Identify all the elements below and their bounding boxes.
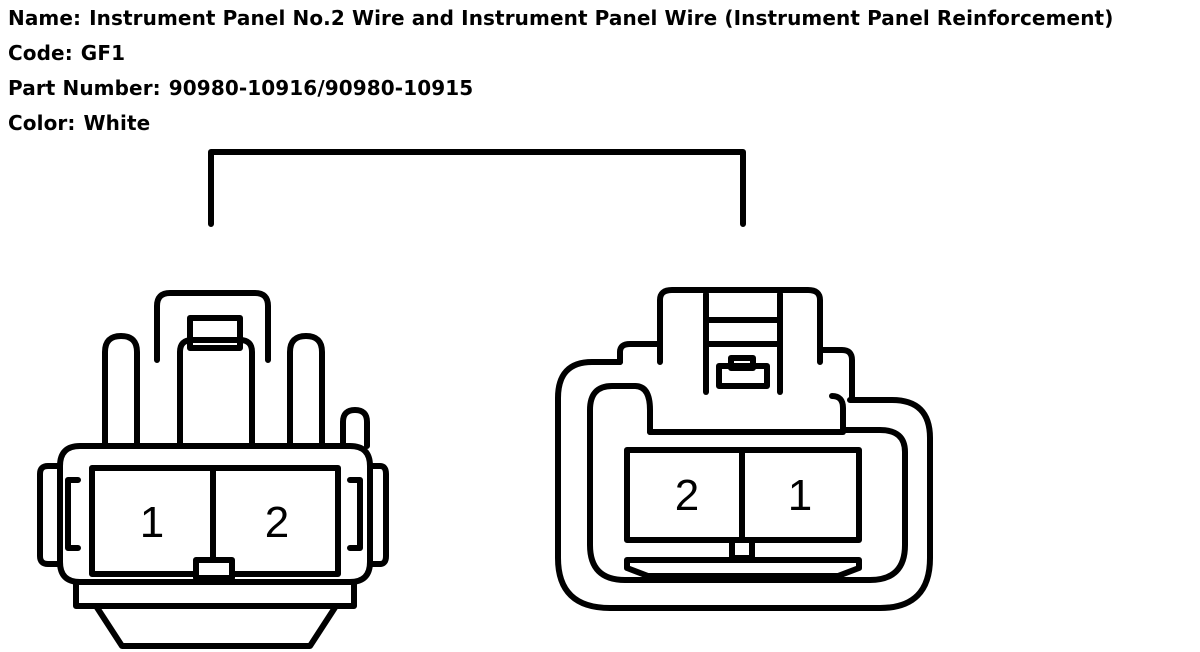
name-row: Name: Instrument Panel No.2 Wire and Inst… bbox=[8, 2, 1198, 37]
left-side-latch-left bbox=[37, 463, 63, 567]
right-pin-label-2: 2 bbox=[675, 471, 699, 520]
name-value: Instrument Panel No.2 Wire and Instrumen… bbox=[89, 6, 1114, 30]
code-label: Code: bbox=[8, 41, 73, 65]
left-lock-window bbox=[187, 315, 243, 351]
connector-info: Name: Instrument Panel No.2 Wire and Inst… bbox=[8, 2, 1198, 142]
left-connector bbox=[37, 290, 389, 649]
left-side-latch-right-inner bbox=[347, 477, 363, 551]
color-value: White bbox=[83, 111, 151, 135]
code-row: Code: GF1 bbox=[8, 37, 1198, 72]
right-lock-arm-right bbox=[829, 393, 846, 433]
left-pin-label-1: 1 bbox=[140, 498, 164, 547]
right-lock-window-notch bbox=[728, 355, 756, 371]
left-rib-far-right bbox=[340, 407, 370, 449]
left-bottom-shroud bbox=[73, 579, 357, 609]
part-number-value: 90980-10916/90980-10915 bbox=[168, 76, 474, 100]
left-lock-tab bbox=[154, 290, 271, 363]
part-number-label: Part Number: bbox=[8, 76, 161, 100]
left-polarity-key bbox=[193, 557, 235, 581]
left-rib-left bbox=[102, 333, 140, 449]
right-lock-housing bbox=[657, 287, 823, 365]
part-number-row: Part Number: 90980-10916/90980-10915 bbox=[8, 72, 1198, 107]
left-side-latch-right bbox=[367, 463, 389, 567]
left-rib-right bbox=[287, 333, 325, 449]
name-label: Name: bbox=[8, 6, 82, 30]
right-bottom-rail bbox=[624, 557, 862, 579]
right-outer-shell bbox=[555, 359, 933, 611]
left-pin-label-2: 2 bbox=[265, 498, 289, 547]
left-bottom-taper bbox=[93, 603, 339, 649]
color-label: Color: bbox=[8, 111, 76, 135]
right-connector bbox=[555, 287, 933, 611]
right-polarity-key bbox=[729, 537, 755, 561]
color-row: Color: White bbox=[8, 107, 1198, 142]
mating-bracket bbox=[208, 149, 746, 227]
left-lock-neck bbox=[177, 337, 255, 449]
right-lock-arm-left bbox=[632, 383, 653, 435]
right-lock-shoulder-right bbox=[817, 347, 855, 403]
left-side-latch-left-inner bbox=[65, 477, 81, 551]
right-pin-label-1: 1 bbox=[788, 471, 812, 520]
code-value: GF1 bbox=[80, 41, 126, 65]
right-inner-shell bbox=[587, 383, 908, 583]
right-lock-shoulder-left bbox=[617, 341, 663, 365]
